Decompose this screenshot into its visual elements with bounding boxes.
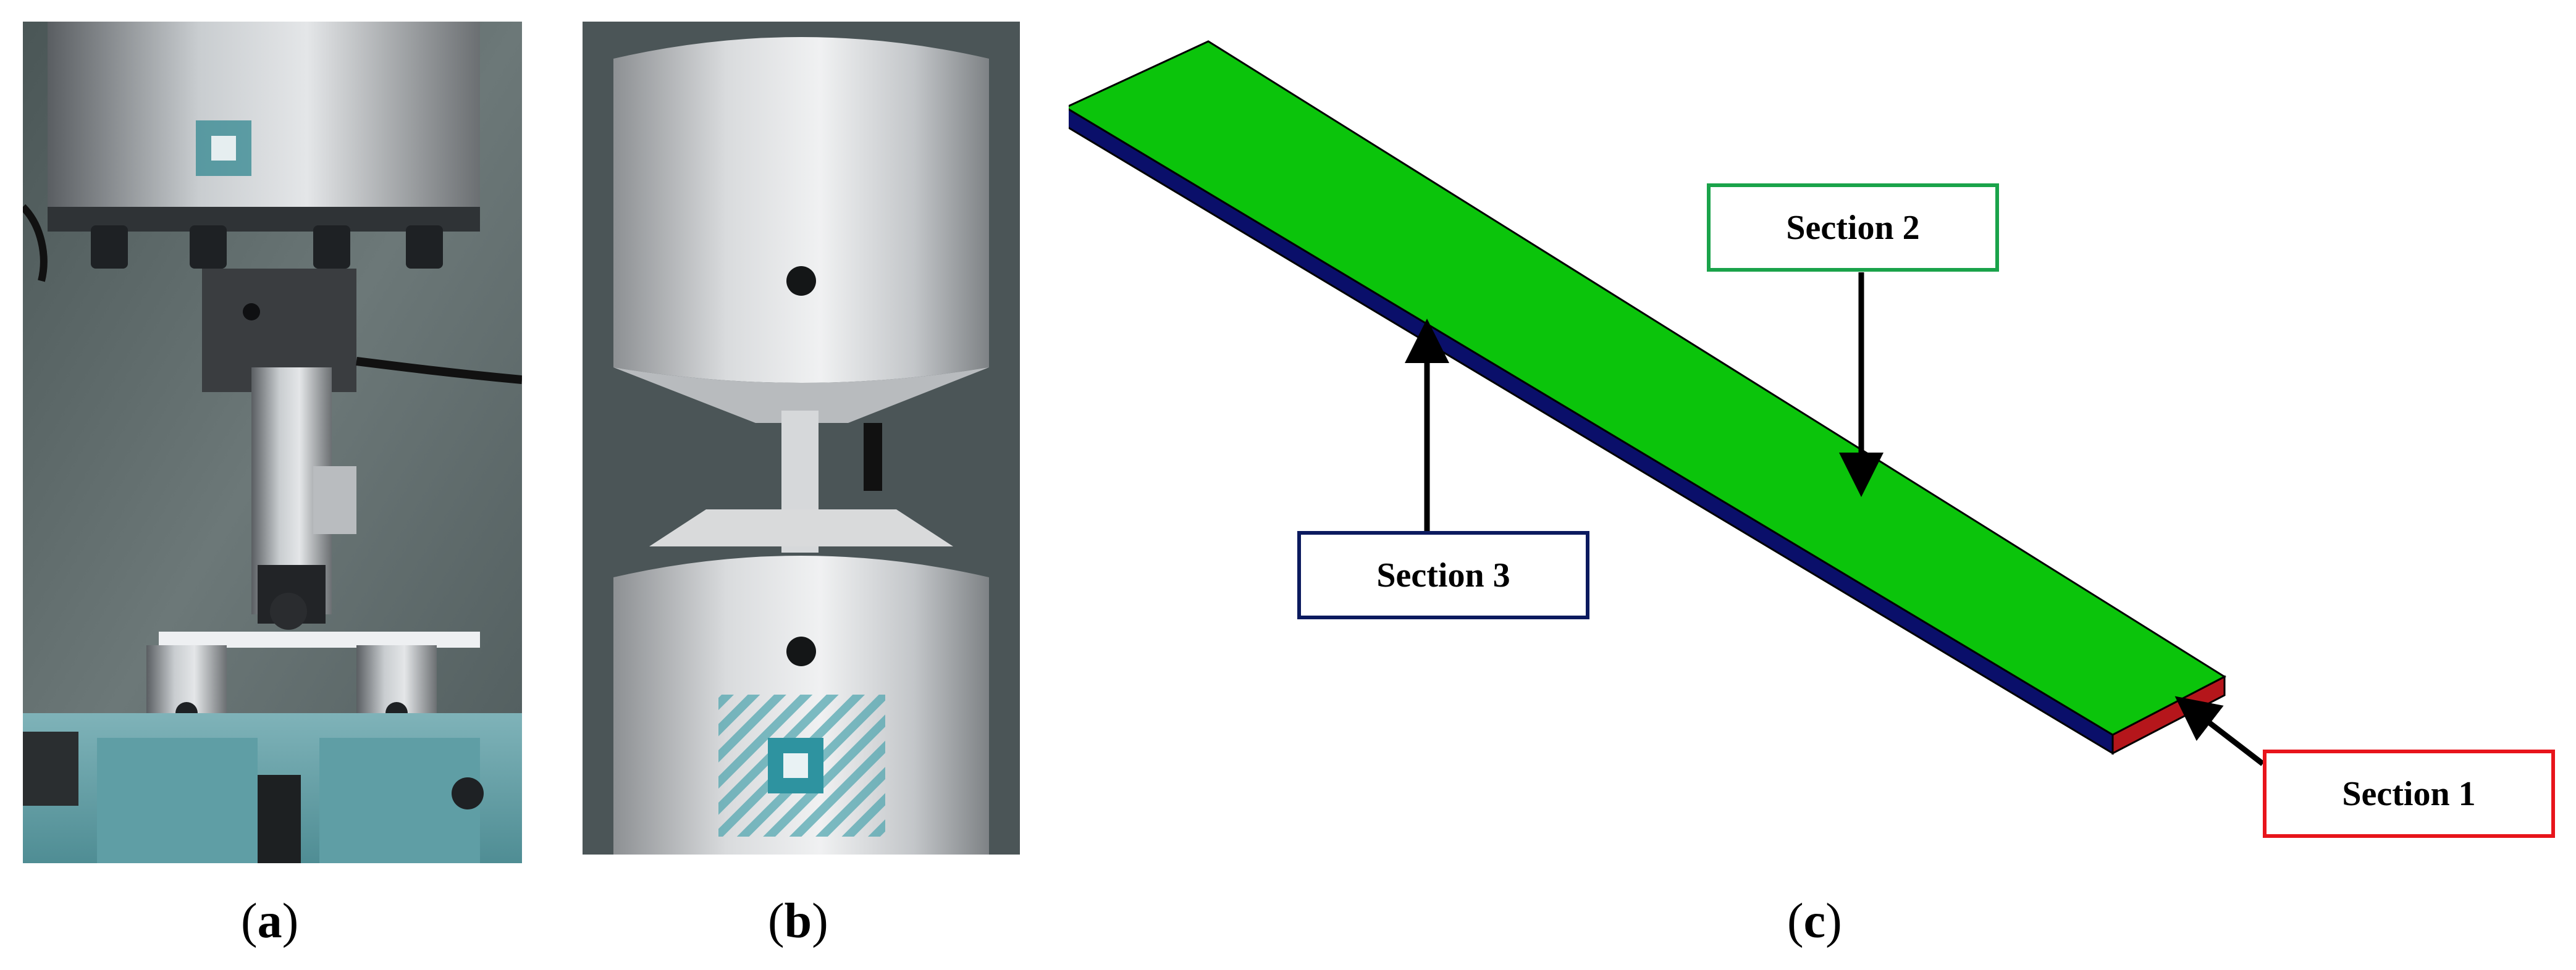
caption-c: (c) (1787, 894, 1842, 948)
section-1-label: Section 1 (2263, 750, 2555, 838)
photo-bending-fixture (23, 22, 522, 863)
section-2-face (1069, 40, 2227, 736)
caption-a: (a) (241, 894, 299, 948)
photo-tensile-grips (583, 22, 1020, 855)
specimen-3d-model (1069, 25, 2570, 852)
caption-b: (b) (768, 894, 828, 948)
section-2-label: Section 2 (1707, 183, 1999, 272)
section-1-arrow (2174, 696, 2265, 766)
section-3-label: Section 3 (1297, 531, 1589, 619)
